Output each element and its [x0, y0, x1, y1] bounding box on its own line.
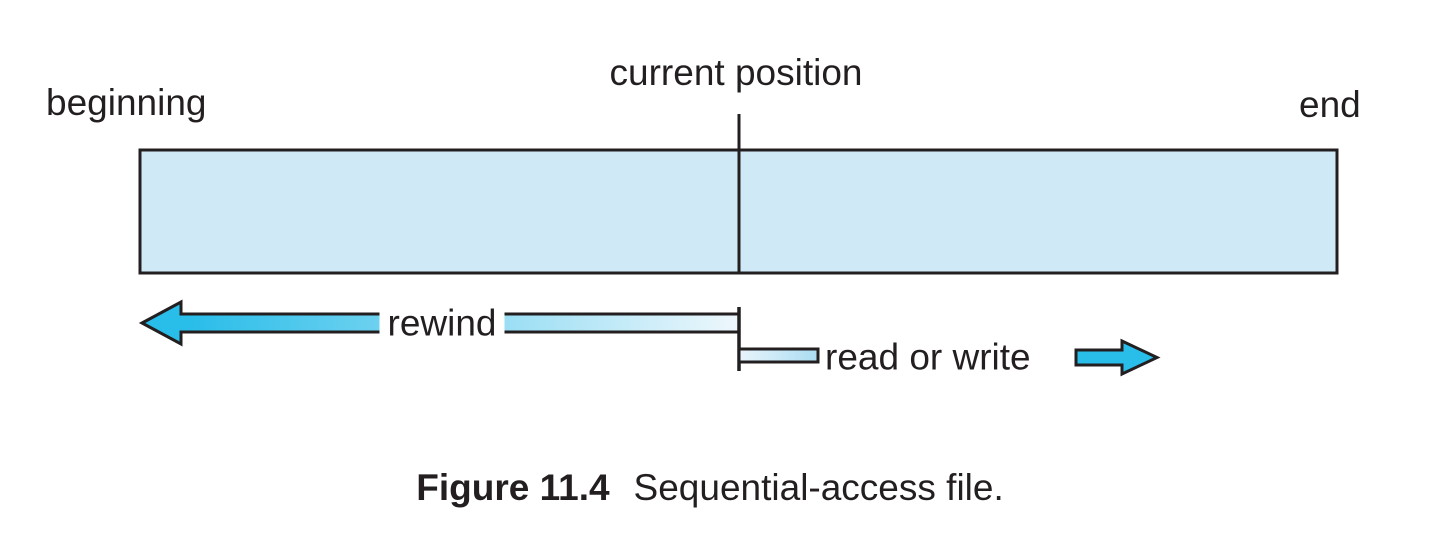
read-write-start-bar: [737, 347, 820, 364]
figure-title: Sequential-access file.: [633, 467, 1004, 508]
rewind-label: rewind: [379, 302, 505, 344]
figure-caption: Figure 11.4 Sequential-access file.: [0, 467, 1420, 509]
read-or-write-label: read or write: [825, 336, 1031, 378]
current-position-label: current position: [609, 52, 863, 93]
end-label: end: [1299, 84, 1361, 125]
beginning-label: beginning: [46, 82, 207, 123]
figure-number: Figure 11.4: [416, 467, 610, 508]
read-write-right-arrow-icon: [1074, 338, 1161, 377]
